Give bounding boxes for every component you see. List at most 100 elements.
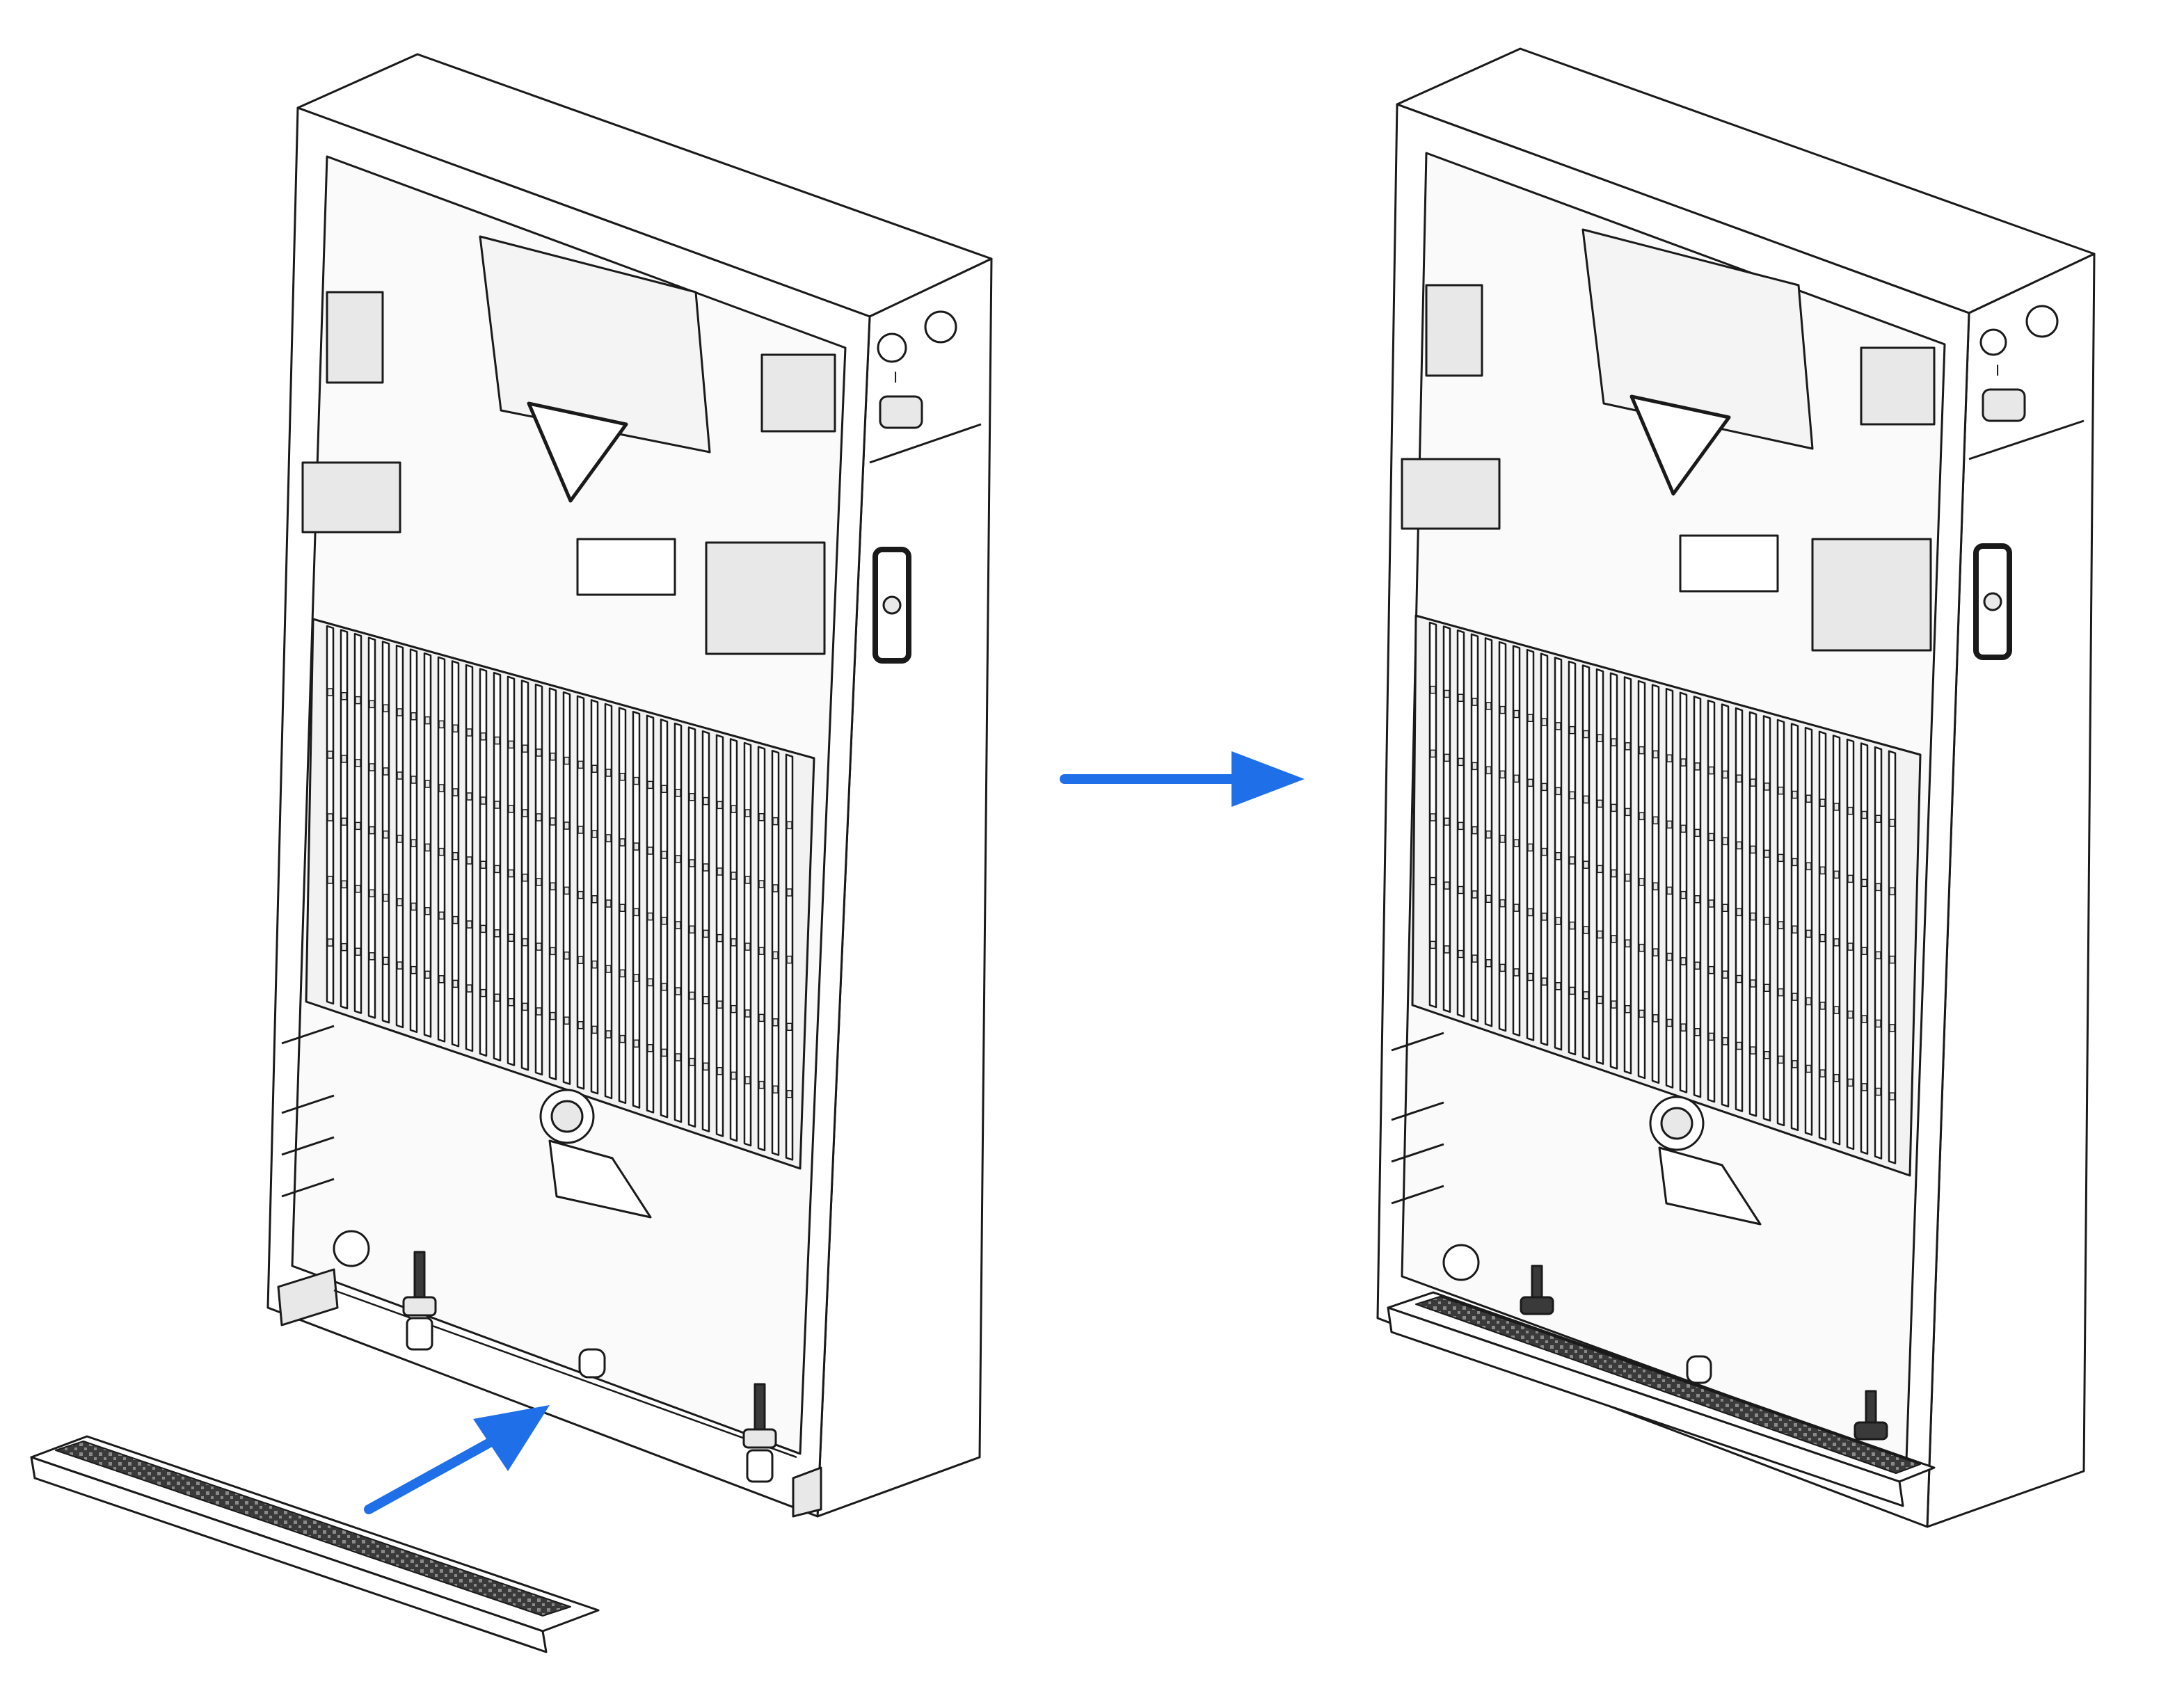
fin-notch <box>1736 975 1742 984</box>
fin-notch <box>758 880 765 888</box>
fin-notch <box>327 876 333 884</box>
fin-notch <box>397 771 403 780</box>
fin-notch <box>1861 1015 1867 1023</box>
fin-notch <box>1513 968 1520 977</box>
fin-notch <box>675 987 681 995</box>
fin-notch <box>1555 722 1561 730</box>
mounting-bar-grid <box>55 1441 571 1617</box>
fin-notch <box>605 965 612 973</box>
fin-notch <box>772 951 779 960</box>
fin-notch <box>1458 757 1464 767</box>
fin-notch <box>1750 979 1756 988</box>
fin-notch <box>1513 839 1520 847</box>
fin-notch <box>1819 866 1826 875</box>
side-switch <box>1982 388 2026 422</box>
side-edge-line <box>869 423 982 464</box>
fin-notch <box>1611 935 1617 943</box>
fin-notch <box>786 1090 792 1098</box>
fin-notch <box>786 888 792 897</box>
fin-notch <box>1569 791 1575 800</box>
device-before: I <box>266 53 993 1518</box>
insert-arrow <box>364 1405 550 1514</box>
fin-notch <box>605 769 612 777</box>
fin-notch <box>411 776 417 784</box>
fin-notch <box>1722 904 1728 912</box>
fin-notch <box>1889 955 1895 964</box>
fin-notch <box>355 759 361 767</box>
fin-notch <box>1513 904 1520 912</box>
fin-notch <box>438 911 445 920</box>
fin-notch <box>591 895 598 904</box>
fin-notch <box>1666 952 1673 961</box>
fin-notch <box>633 842 639 851</box>
fin-notch <box>508 933 514 942</box>
fin-notch <box>1472 826 1478 835</box>
fin-notch <box>341 817 347 826</box>
fin-notch <box>1722 1037 1728 1045</box>
mounting-bar <box>30 1435 600 1653</box>
fin-notch <box>1680 957 1687 965</box>
fin-notch <box>1708 965 1714 975</box>
fin-notch <box>1583 926 1589 934</box>
fin-notch <box>1680 1023 1687 1032</box>
fin-notch <box>786 955 792 964</box>
fin-notch <box>1819 1069 1826 1077</box>
fin-notch <box>1778 921 1784 929</box>
fin-notch <box>577 826 584 834</box>
fin-notch <box>564 821 570 830</box>
fin-notch <box>619 838 625 847</box>
fin-notch <box>703 863 709 872</box>
fin-notch <box>591 764 598 773</box>
fin-notch <box>1764 917 1770 925</box>
fin-notch <box>522 938 528 947</box>
fin-notch <box>411 965 417 975</box>
fin-notch <box>1513 709 1520 719</box>
fin-notch <box>1666 820 1673 829</box>
fin-notch <box>744 1076 751 1084</box>
foot-left <box>277 1268 339 1326</box>
fin-notch <box>1583 730 1589 739</box>
fin-notch <box>522 744 528 753</box>
fin-notch <box>1708 899 1714 908</box>
fin-notch <box>786 821 792 830</box>
fin-notch <box>1750 1046 1756 1054</box>
fin-notch <box>661 785 667 793</box>
fin-notch <box>522 809 528 817</box>
fin-notch <box>633 974 639 982</box>
drain-plug-inner <box>1660 1107 1693 1140</box>
bottom-left-hole <box>1442 1244 1480 1281</box>
fin-notch <box>1472 698 1478 706</box>
fin-notch <box>1847 1010 1854 1019</box>
fin-notch <box>758 1013 765 1023</box>
display-window <box>527 401 628 503</box>
fin-notch <box>1555 787 1561 796</box>
side-port-knob <box>882 595 902 615</box>
fin-notch <box>731 938 737 947</box>
fin-notch <box>675 855 681 863</box>
fin-notch <box>591 1025 598 1034</box>
fin-notch <box>411 712 417 721</box>
bottom-left-hole <box>333 1230 370 1267</box>
fin-notch <box>605 899 612 908</box>
fin-notch <box>1680 890 1687 899</box>
fin-notch <box>1652 816 1659 825</box>
fin-notch <box>1764 849 1770 858</box>
fin-notch <box>1541 847 1547 856</box>
fin-notch <box>1639 746 1645 755</box>
fin-notch <box>411 839 417 847</box>
fin-notch <box>1778 786 1784 795</box>
fin-notch <box>619 1034 625 1043</box>
drain-plug-inner <box>550 1100 584 1133</box>
fin-notch <box>786 1023 792 1031</box>
fin-notch <box>1889 1024 1895 1032</box>
fin-notch <box>466 920 472 929</box>
fin-notch <box>480 732 486 741</box>
fin-notch <box>550 947 556 956</box>
center-pin <box>578 1348 606 1379</box>
mounting-bar-front <box>30 1456 548 1653</box>
fin-notch <box>1792 1060 1798 1068</box>
fin-notch <box>717 867 723 876</box>
fin-notch <box>1666 1018 1673 1027</box>
fin-notch <box>661 1048 667 1057</box>
fin-notch <box>466 728 472 737</box>
